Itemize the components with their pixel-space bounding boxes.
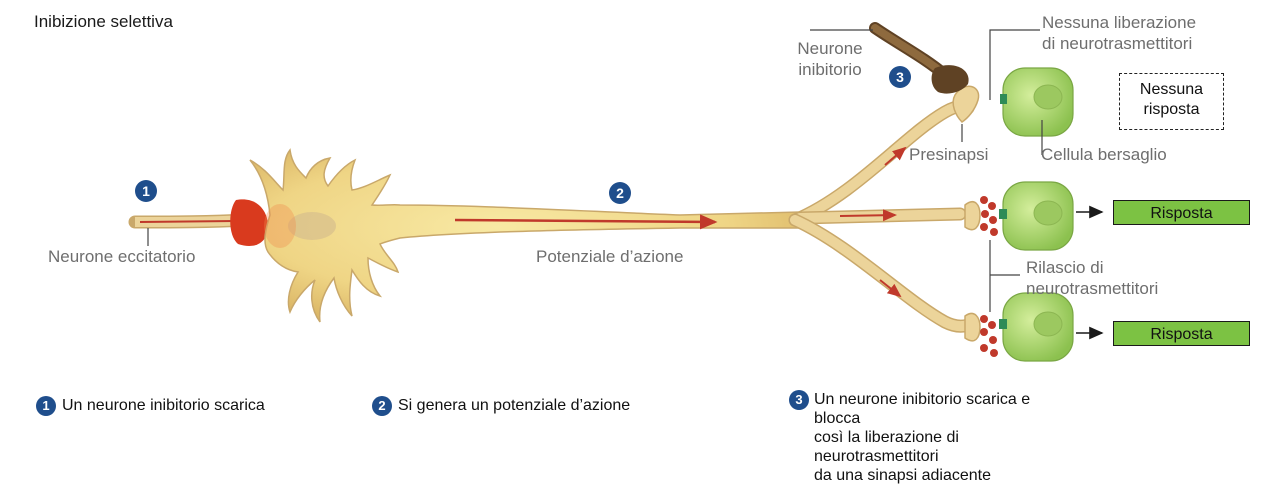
footnote-1-badge: 1 [36,396,56,416]
target-cell-bottom [999,293,1073,361]
label-excitatory-neuron: Neurone eccitatorio [48,246,195,267]
target-cell-top [1000,68,1073,136]
neurotransmitter-vesicles [980,196,998,357]
label-no-release: Nessuna liberazione di neurotrasmettitor… [1042,12,1196,54]
no-response-line1: Nessuna [1120,80,1223,100]
target-cell-middle [999,182,1073,250]
footnote-3-line2: così la liberazione di neurotrasmettitor… [814,428,1054,466]
label-no-release-line2: di neurotrasmettitori [1042,33,1196,54]
no-response-line2: risposta [1120,100,1223,120]
step-2-badge: 2 [609,182,631,204]
footnote-2-text: Si genera un potenziale d’azione [398,397,630,414]
footnote-3-badge: 3 [789,390,809,410]
diagram-title: Inibizione selettiva [34,12,173,32]
presynaptic-terminal-middle [965,202,980,230]
label-presynapse: Presinapsi [909,144,988,165]
label-target-cell: Cellula bersaglio [1041,144,1167,165]
axon-branches [795,106,968,326]
step-3-badge: 3 [889,66,911,88]
neuron-cell-body [250,150,800,322]
footnote-2-badge: 2 [372,396,392,416]
footnote-1: 1 Un neurone inibitorio scarica [36,396,265,416]
label-release: Rilascio di neurotrasmettitori [1026,257,1158,299]
no-response-box: Nessuna risposta [1119,73,1224,130]
footnote-2: 2 Si genera un potenziale d’azione [372,396,630,416]
label-inhibitory-neuron-line2: inibitorio [790,59,870,80]
step-1-badge: 1 [135,180,157,202]
excitatory-terminal [230,199,268,246]
label-action-potential: Potenziale d’azione [536,246,683,267]
footnote-3-line3: da una sinapsi adiacente [814,466,1054,485]
label-release-line1: Rilascio di [1026,257,1158,278]
label-no-release-line1: Nessuna liberazione [1042,12,1196,33]
label-release-line2: neurotrasmettitori [1026,278,1158,299]
label-inhibitory-neuron: Neurone inibitorio [790,38,870,80]
footnote-3-text: Un neurone inibitorio scarica e blocca c… [814,390,1054,485]
response-box-2: Risposta [1113,321,1250,346]
footnote-3-line1: Un neurone inibitorio scarica e blocca [814,390,1054,428]
selective-inhibition-diagram [0,0,1279,461]
presynaptic-terminal-bottom [965,314,980,341]
response-box-1: Risposta [1113,200,1250,225]
footnote-1-text: Un neurone inibitorio scarica [62,397,265,414]
label-inhibitory-neuron-line1: Neurone [790,38,870,59]
